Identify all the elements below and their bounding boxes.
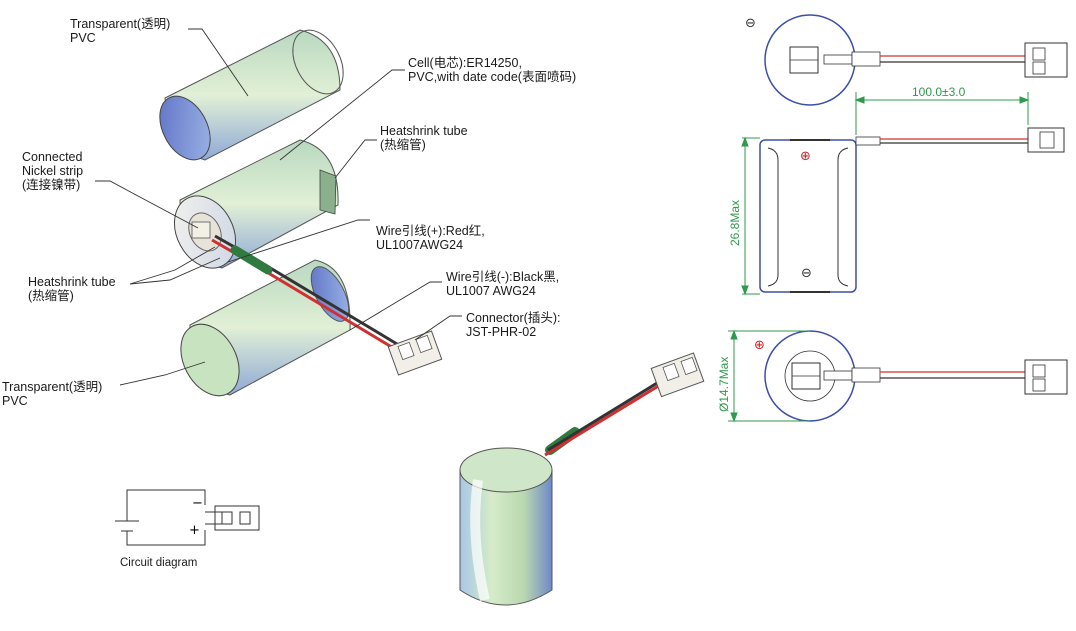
assembled-battery bbox=[459, 352, 705, 606]
exploded-connector bbox=[387, 330, 443, 376]
side-view bbox=[759, 127, 1065, 293]
dimension-lines bbox=[728, 92, 1030, 423]
top-view bbox=[764, 14, 1068, 106]
label-cell: Cell(电芯):ER14250,PVC,with date code(表面喷码… bbox=[408, 56, 577, 84]
dimension-diameter: Ø14.7Max bbox=[717, 356, 731, 412]
label-wire-negative: Wire引线(-):Black黑,UL1007 AWG24 bbox=[446, 270, 560, 298]
label-heatshrink-top: Heatshrink tube(热缩管) bbox=[380, 124, 468, 152]
label-wire-positive: Wire引线(+):Red红,UL1007AWG24 bbox=[376, 224, 485, 252]
minus-symbol-side: ⊖ bbox=[801, 266, 812, 281]
label-heatshrink-left: Heatshrink tube(热缩管) bbox=[28, 275, 116, 303]
dimension-wire-length: 100.0±3.0 bbox=[912, 85, 966, 99]
bottom-view bbox=[764, 330, 1068, 422]
pvc-sleeve-top bbox=[159, 29, 344, 161]
label-circuit-diagram: Circuit diagram bbox=[120, 557, 198, 569]
circuit-diagram bbox=[115, 489, 260, 546]
circuit-minus-mark: − bbox=[192, 496, 203, 511]
dimension-height: 26.8Max bbox=[728, 199, 742, 246]
label-transparent-pvc-top: Transparent(透明)PVC bbox=[70, 17, 171, 45]
label-connector: Connector(插头):JST-PHR-02 bbox=[466, 311, 561, 339]
label-transparent-pvc-bottom: Transparent(透明)PVC bbox=[2, 380, 103, 408]
minus-symbol-top: ⊖ bbox=[745, 16, 756, 31]
plus-symbol-bottom: ⊕ bbox=[754, 338, 765, 353]
pvc-sleeve-bottom bbox=[180, 259, 351, 397]
circuit-plus-mark: + bbox=[189, 523, 200, 538]
plus-symbol-side: ⊕ bbox=[800, 149, 811, 164]
leader-lines bbox=[95, 28, 462, 386]
